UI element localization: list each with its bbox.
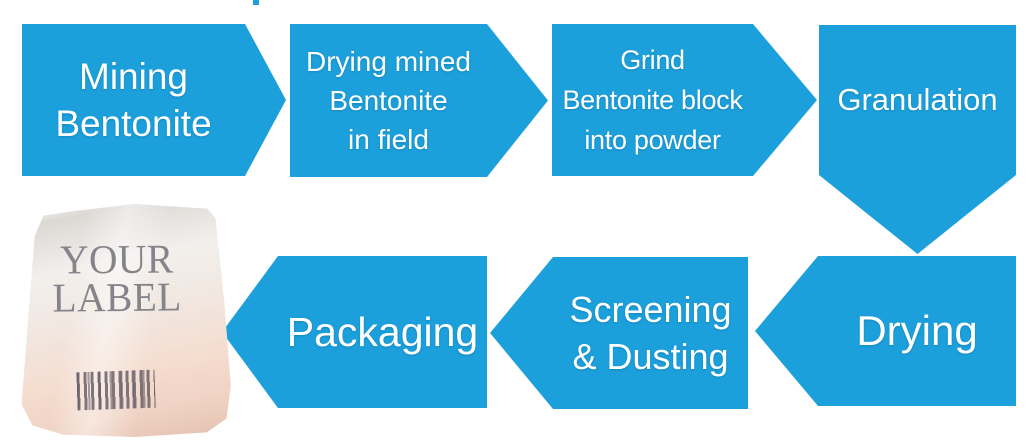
pouch-shape: YOUR LABEL [21,204,231,437]
step-packaging: Packaging [222,256,487,408]
step-grind-bentonite-block: Grind Bentonite block into powder [552,24,817,176]
step-label-line: Grind [620,45,685,75]
step-label-line: Packaging [286,309,479,355]
product-pouch-photo: YOUR LABEL [15,204,233,437]
step-label-line: Mining [79,56,188,97]
step-label-line: Drying [856,307,978,354]
step-label-line: Granulation [837,82,998,117]
step-label-line: Bentonite [329,85,448,116]
step-label-line: Bentonite block [562,85,743,115]
step-label-line: into powder [584,125,721,155]
step-label-line: & Dusting [572,336,729,377]
barcode [76,369,156,411]
cropped-title-text-fragment [253,0,259,5]
step-granulation: Granulation [819,25,1016,254]
step-screening-dusting: Screening & Dusting [490,257,748,409]
step-label-line: in field [348,124,429,155]
step-label-line: Drying mined [306,46,471,77]
pouch-label-line: YOUR [59,235,174,283]
step-label-line: Bentonite [55,103,212,144]
pouch-label-text: YOUR LABEL [22,235,216,321]
step-mining-bentonite: Mining Bentonite [22,24,286,176]
step-label-line: Screening [569,289,732,330]
pouch-label-line: LABEL [52,273,182,321]
step-drying: Drying [755,256,1016,406]
step-drying-mined-bentonite: Drying mined Bentonite in field [290,24,548,177]
